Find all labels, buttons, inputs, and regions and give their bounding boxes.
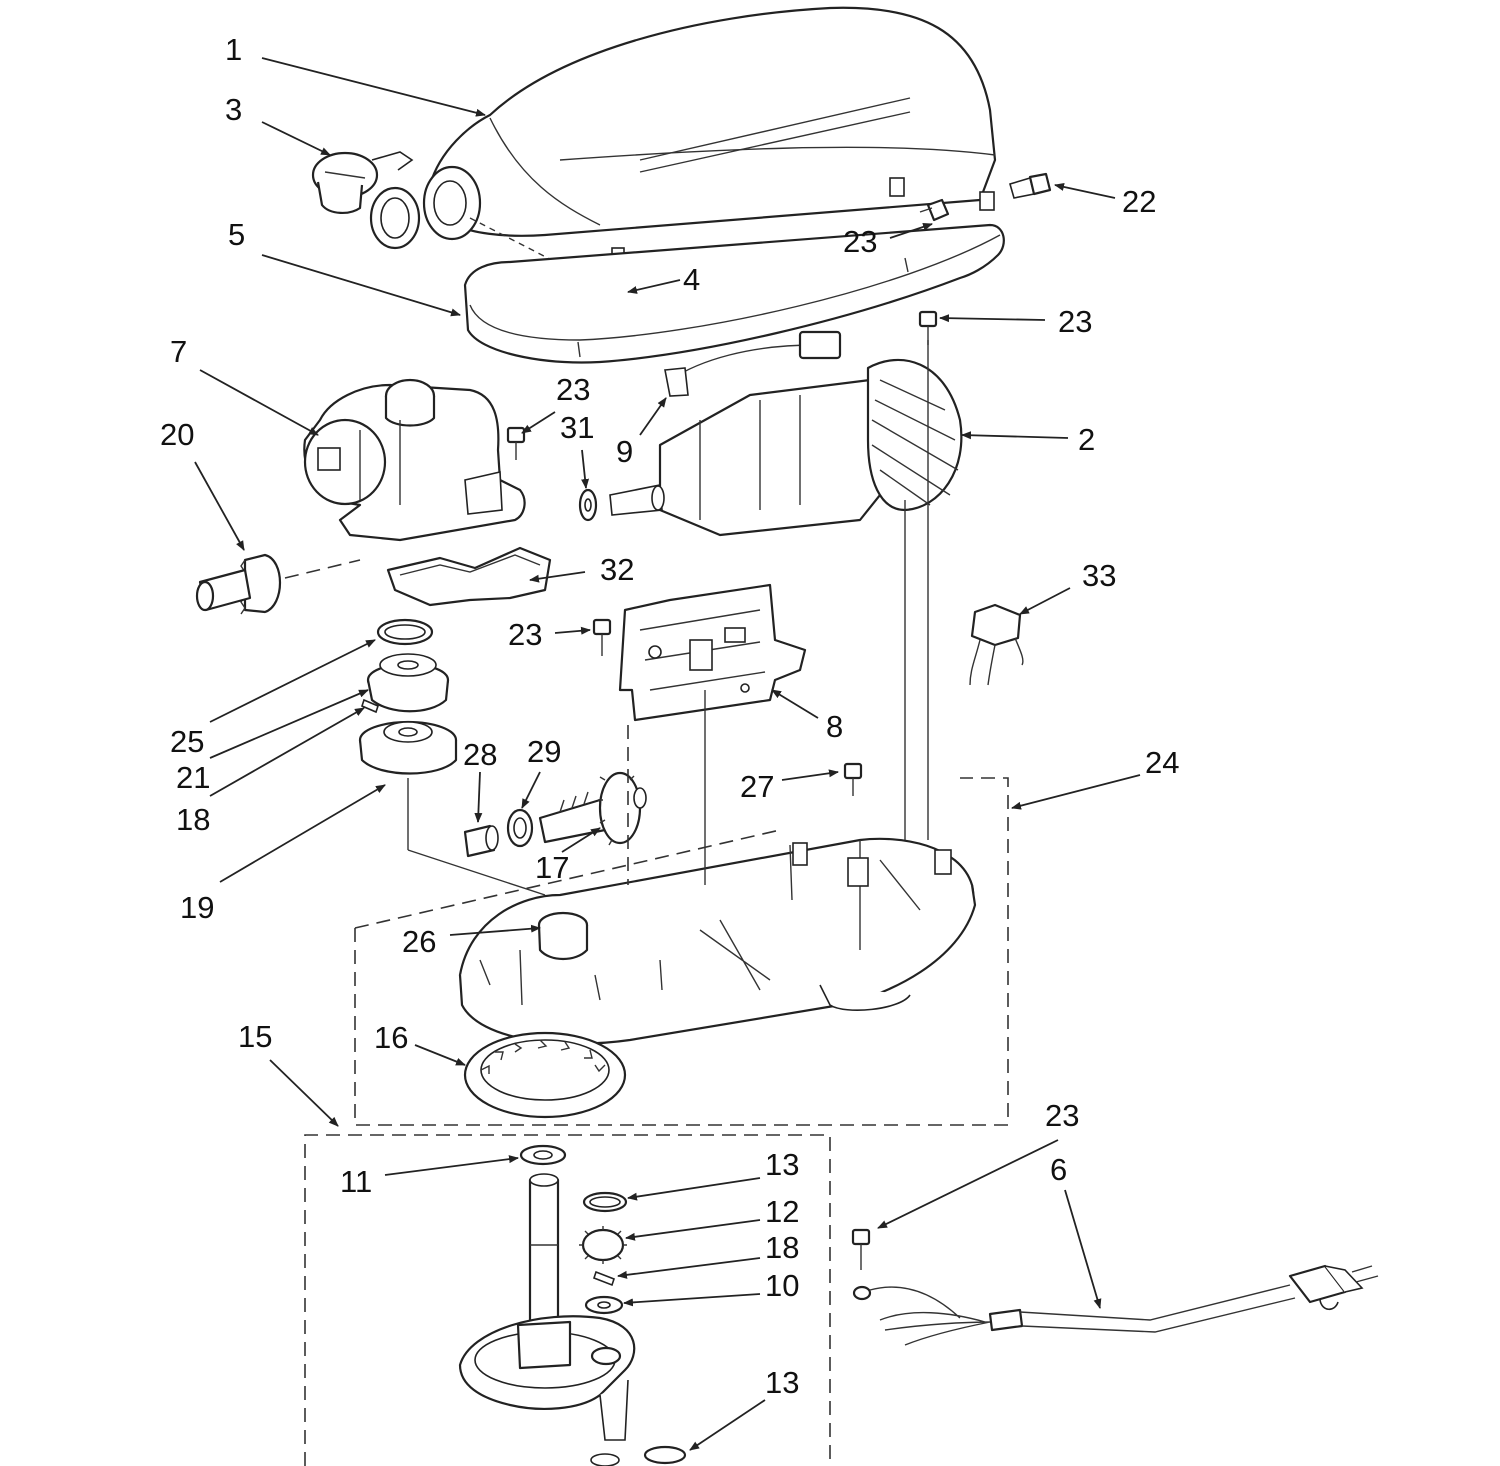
control-board bbox=[618, 583, 807, 722]
label-22: 22 bbox=[1122, 184, 1156, 219]
washer-10 bbox=[584, 1295, 624, 1315]
label-13-upper: 13 bbox=[765, 1147, 799, 1182]
label-27: 27 bbox=[740, 769, 774, 804]
screw-23-gearcase bbox=[506, 426, 526, 460]
worm-gear-19 bbox=[358, 720, 546, 896]
label-4: 4 bbox=[683, 262, 700, 297]
label-19: 19 bbox=[180, 890, 214, 925]
label-1: 1 bbox=[225, 32, 242, 67]
worm-gear-17 bbox=[538, 771, 647, 846]
label-7: 7 bbox=[170, 334, 187, 369]
label-11: 11 bbox=[340, 1164, 372, 1199]
screw-22 bbox=[1009, 172, 1052, 199]
part-labels: 1 3 5 4 22 23 23 7 23 31 9 2 20 32 33 23… bbox=[160, 32, 1179, 1400]
label-28: 28 bbox=[463, 737, 497, 772]
label-23-gearcase: 23 bbox=[556, 372, 590, 407]
label-5: 5 bbox=[228, 217, 245, 252]
base-assembly-outline bbox=[354, 777, 1009, 1126]
thrust-bearing-28 bbox=[463, 824, 499, 858]
retaining-ring-25 bbox=[376, 618, 434, 646]
retaining-ring-13-upper bbox=[582, 1191, 628, 1213]
label-33: 33 bbox=[1082, 558, 1116, 593]
label-32: 32 bbox=[600, 552, 634, 587]
label-31: 31 bbox=[560, 410, 594, 445]
trim-band bbox=[463, 223, 1005, 364]
label-15: 15 bbox=[238, 1019, 272, 1054]
gasket bbox=[386, 546, 552, 607]
washer-11 bbox=[519, 1144, 567, 1166]
label-9: 9 bbox=[616, 434, 633, 469]
leader-lines bbox=[194, 57, 1141, 1451]
pin-18 bbox=[361, 698, 379, 714]
label-23-top: 23 bbox=[843, 224, 877, 259]
ring-gear bbox=[463, 1031, 627, 1119]
label-8: 8 bbox=[826, 709, 843, 744]
spring-29 bbox=[506, 808, 534, 848]
label-25: 25 bbox=[170, 724, 204, 759]
label-13-lower: 13 bbox=[765, 1365, 799, 1400]
screw-23-motor bbox=[918, 310, 938, 345]
label-16: 16 bbox=[374, 1020, 408, 1055]
motor-housing-cover bbox=[422, 6, 997, 265]
label-3: 3 bbox=[225, 92, 242, 127]
planetary-assembly-outline bbox=[304, 1134, 831, 1466]
pin-18-lower bbox=[593, 1270, 615, 1287]
label-24: 24 bbox=[1145, 745, 1179, 780]
label-2: 2 bbox=[1078, 422, 1095, 457]
label-23-board: 23 bbox=[508, 617, 542, 652]
label-6: 6 bbox=[1050, 1152, 1067, 1187]
label-17: 17 bbox=[535, 850, 569, 885]
label-21: 21 bbox=[176, 760, 210, 795]
capacitor bbox=[969, 603, 1024, 686]
planetary-plate bbox=[458, 1315, 636, 1441]
label-10: 10 bbox=[765, 1268, 799, 1303]
planetary-shaft bbox=[528, 1173, 560, 1332]
label-18-upper: 18 bbox=[176, 802, 210, 837]
power-cord bbox=[851, 1228, 1379, 1346]
gear-case bbox=[303, 378, 526, 542]
label-23-motor: 23 bbox=[1058, 304, 1092, 339]
label-18-lower: 18 bbox=[765, 1230, 799, 1265]
bevel-gear-21 bbox=[366, 653, 450, 713]
screw-23-board bbox=[592, 618, 612, 656]
gear-housing-base bbox=[458, 837, 977, 1045]
hub-cover bbox=[311, 151, 421, 250]
screw-27 bbox=[843, 762, 863, 796]
planet-gear-12 bbox=[579, 1226, 627, 1264]
washer-31 bbox=[578, 488, 598, 522]
motor bbox=[609, 330, 963, 537]
worm-shaft bbox=[195, 553, 361, 615]
label-20: 20 bbox=[160, 417, 194, 452]
retaining-ring-13-lower bbox=[590, 1445, 687, 1466]
label-12: 12 bbox=[765, 1194, 799, 1229]
label-26: 26 bbox=[402, 924, 436, 959]
label-23-cord: 23 bbox=[1045, 1098, 1079, 1133]
screw-23-top bbox=[919, 198, 950, 222]
label-29: 29 bbox=[527, 734, 561, 769]
